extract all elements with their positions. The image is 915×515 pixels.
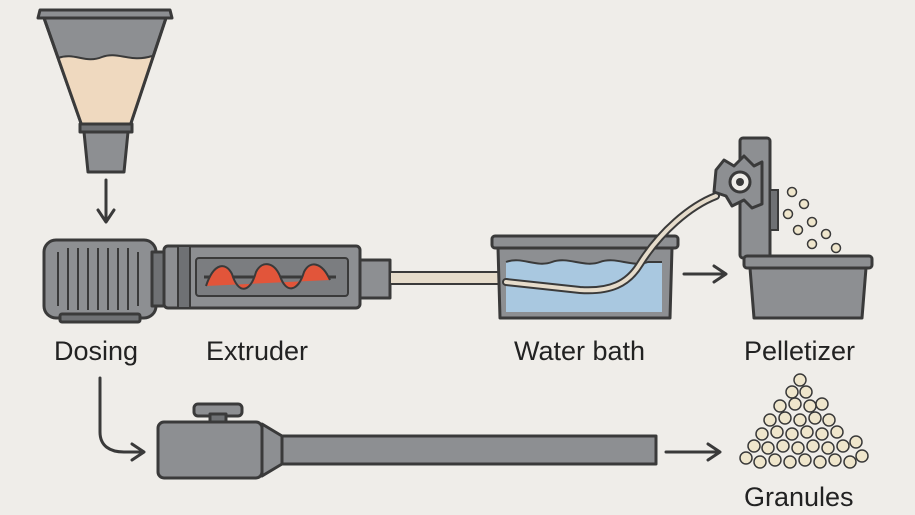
extended-barrel-icon — [156, 402, 658, 480]
pelletizer-cutter-icon — [712, 136, 779, 260]
flow-arrow-icon — [664, 442, 722, 462]
falling-granules-icon — [782, 186, 842, 254]
label-granules: Granules — [744, 482, 854, 512]
flow-arrow-icon — [98, 376, 146, 462]
motor-icon — [42, 238, 170, 324]
collection-bin-icon — [742, 254, 874, 320]
hopper-icon — [36, 8, 174, 174]
granules-pile-icon — [739, 373, 869, 469]
screw-extruder-icon — [162, 244, 392, 310]
flow-arrow-icon — [96, 178, 116, 224]
water-bath-icon — [490, 192, 720, 320]
strand-icon — [389, 271, 509, 285]
label-water-bath: Water bath — [514, 336, 645, 366]
flow-arrow-icon — [682, 264, 728, 284]
label-dosing: Dosing — [54, 336, 138, 366]
label-extruder: Extruder — [206, 336, 308, 366]
label-pelletizer: Pelletizer — [744, 336, 855, 366]
